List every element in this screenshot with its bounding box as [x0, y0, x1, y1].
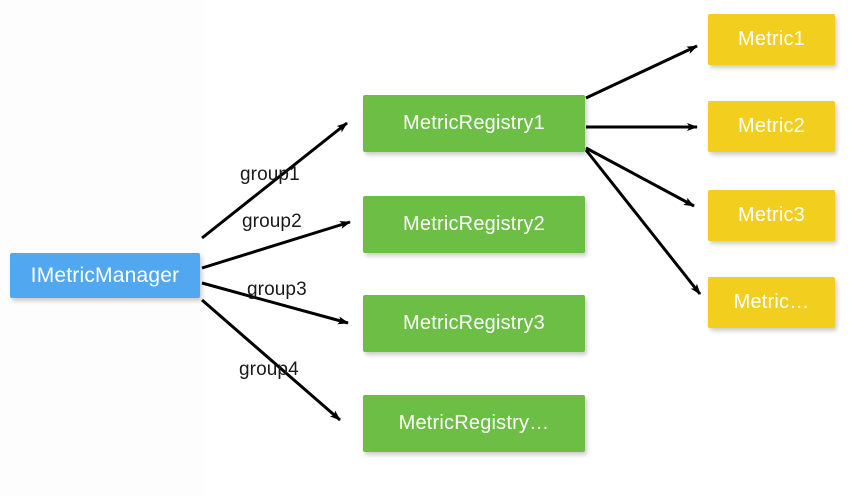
node-metric2-label: Metric2: [738, 115, 805, 137]
edge-label-group1: group1: [240, 164, 300, 185]
node-metricregistry3-label: MetricRegistry3: [403, 312, 545, 334]
edge-label-group3: group3: [247, 279, 307, 300]
node-metric2[interactable]: Metric2: [708, 101, 835, 152]
node-metricregistry-ellipsis-label: MetricRegistry…: [398, 412, 550, 434]
node-imetricmanager-label: IMetricManager: [30, 263, 180, 287]
edge-label-group4: group4: [239, 359, 299, 380]
edge-manager-to-registry4: [201, 298, 341, 422]
node-metricregistry3[interactable]: MetricRegistry3: [363, 295, 585, 352]
node-metricregistry2[interactable]: MetricRegistry2: [363, 196, 585, 253]
node-imetricmanager[interactable]: IMetricManager: [10, 253, 200, 298]
edge-manager-to-registry1: [201, 121, 348, 240]
node-metric-ellipsis-label: Metric…: [733, 291, 810, 313]
node-metric-ellipsis[interactable]: Metric…: [708, 277, 835, 328]
edge-manager-to-registry2: [201, 220, 351, 270]
node-metricregistry1-label: MetricRegistry1: [403, 112, 545, 134]
node-metric3[interactable]: Metric3: [708, 190, 835, 241]
edge-label-group2: group2: [242, 211, 302, 232]
edge-registry1-to-metric4: [584, 149, 702, 295]
edge-registry1-to-metric3: [585, 146, 695, 208]
node-metric3-label: Metric3: [738, 204, 805, 226]
node-metricregistry2-label: MetricRegistry2: [403, 213, 545, 235]
node-metric1-label: Metric1: [738, 28, 805, 50]
node-metricregistry-ellipsis[interactable]: MetricRegistry…: [363, 395, 585, 452]
edge-manager-to-registry3: [201, 281, 349, 325]
node-metricregistry1[interactable]: MetricRegistry1: [363, 95, 585, 152]
edge-registry1-to-metric1: [585, 44, 698, 100]
node-metric1[interactable]: Metric1: [708, 14, 835, 65]
canvas-background-panel: [0, 0, 205, 496]
